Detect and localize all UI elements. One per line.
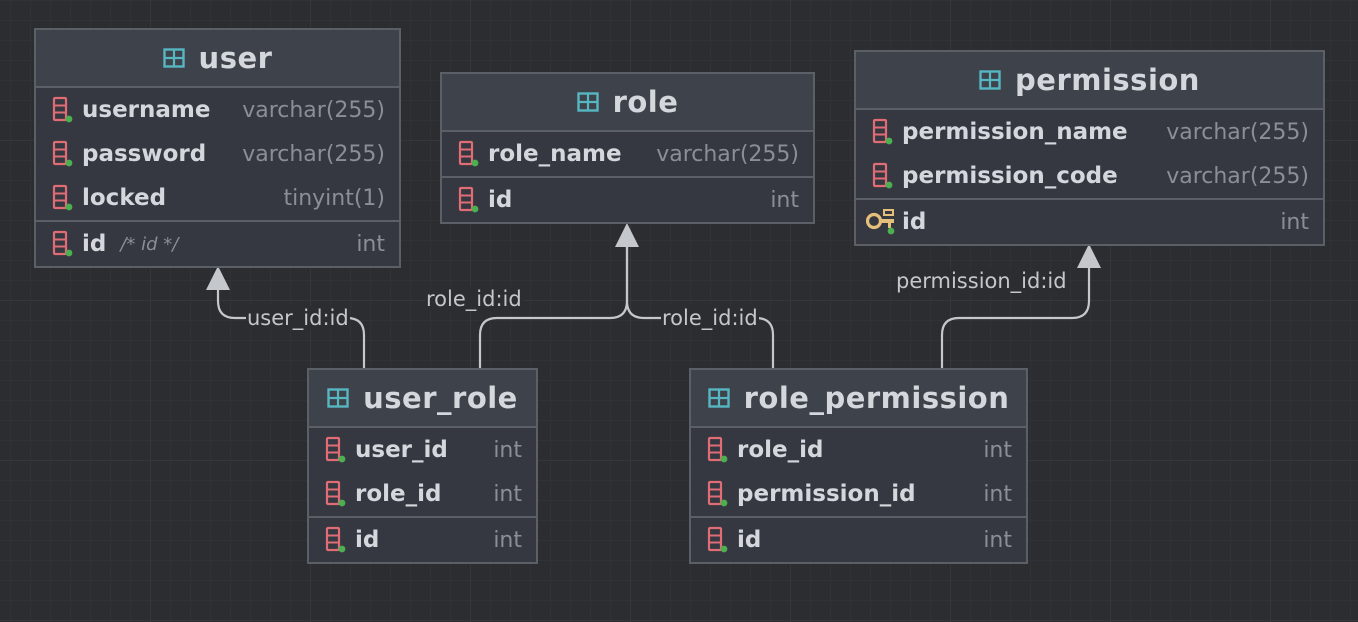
column-name: role_name xyxy=(488,141,622,167)
edge-label-permission-id: permission_id:id xyxy=(895,269,1068,293)
column-icon xyxy=(872,118,894,146)
arrow-to-user-icon xyxy=(206,266,230,290)
arrow-to-permission-icon xyxy=(1077,244,1101,268)
table-header[interactable]: user_role xyxy=(309,370,536,428)
table-icon xyxy=(327,388,349,408)
column-icon xyxy=(872,162,894,190)
table-header[interactable]: permission xyxy=(856,52,1323,110)
primary-key-icon xyxy=(866,208,896,236)
column-row[interactable]: permission_name varchar(255) xyxy=(856,110,1323,154)
column-icon xyxy=(325,436,347,464)
column-icon xyxy=(458,140,480,168)
column-icon xyxy=(52,140,74,168)
column-icon xyxy=(325,526,347,554)
column-row[interactable]: locked tinyint(1) xyxy=(36,176,399,220)
column-icon xyxy=(52,96,74,124)
column-name: permission_name xyxy=(902,119,1128,145)
column-name: id xyxy=(82,231,107,257)
table-icon xyxy=(163,48,185,68)
column-icon xyxy=(325,480,347,508)
column-type: varchar(255) xyxy=(242,97,385,123)
column-name: role_id xyxy=(737,437,824,463)
divider xyxy=(691,516,1026,518)
column-type: int xyxy=(356,231,385,257)
column-type: int xyxy=(493,527,522,553)
table-title: role_permission xyxy=(743,381,1010,415)
table-title: user xyxy=(198,41,273,75)
column-row[interactable]: id int xyxy=(691,518,1026,562)
table-role_permission[interactable]: role_permission role_id int permission_i… xyxy=(689,368,1028,564)
column-icon xyxy=(707,436,729,464)
column-name: id xyxy=(355,527,380,553)
column-type: varchar(255) xyxy=(1166,119,1309,145)
column-icon xyxy=(52,230,74,258)
table-title: permission xyxy=(1015,63,1200,97)
column-icon xyxy=(52,184,74,212)
column-type: tinyint(1) xyxy=(283,185,385,211)
column-name: permission_code xyxy=(902,163,1118,189)
column-type: int xyxy=(493,481,522,507)
column-name: user_id xyxy=(355,437,448,463)
table-role[interactable]: role role_name varchar(255) id int xyxy=(440,72,815,224)
column-row[interactable]: username varchar(255) xyxy=(36,88,399,132)
divider xyxy=(309,516,536,518)
column-row[interactable]: role_id int xyxy=(691,428,1026,472)
column-name: id xyxy=(737,527,762,553)
column-row[interactable]: password varchar(255) xyxy=(36,132,399,176)
column-row[interactable]: id int xyxy=(856,200,1323,244)
column-row[interactable]: role_name varchar(255) xyxy=(442,132,813,176)
column-name: id xyxy=(902,209,927,235)
table-user[interactable]: user username varchar(255) password varc… xyxy=(34,28,401,268)
column-name: permission_id xyxy=(737,481,916,507)
column-type: int xyxy=(983,527,1012,553)
column-name: username xyxy=(82,97,211,123)
column-row[interactable]: id int xyxy=(309,518,536,562)
arrow-to-role-icon xyxy=(615,223,639,247)
column-row[interactable]: permission_id int xyxy=(691,472,1026,516)
edge-label-role-id-left: role_id:id xyxy=(425,287,523,311)
column-icon xyxy=(707,480,729,508)
column-row[interactable]: id int xyxy=(442,178,813,222)
column-row[interactable]: user_id int xyxy=(309,428,536,472)
column-type: varchar(255) xyxy=(242,141,385,167)
table-permission[interactable]: permission permission_name varchar(255) … xyxy=(854,50,1325,246)
table-header[interactable]: user xyxy=(36,30,399,88)
table-title: role xyxy=(612,85,679,119)
divider xyxy=(856,198,1323,200)
column-type: varchar(255) xyxy=(1166,163,1309,189)
edge-label-role-id-right: role_id:id xyxy=(661,306,759,330)
column-icon xyxy=(707,526,729,554)
column-row[interactable]: role_id int xyxy=(309,472,536,516)
column-name: locked xyxy=(82,185,167,211)
table-icon xyxy=(979,70,1001,90)
table-user_role[interactable]: user_role user_id int role_id int id int xyxy=(307,368,538,564)
column-row[interactable]: permission_code varchar(255) xyxy=(856,154,1323,198)
column-name: password xyxy=(82,141,207,167)
table-icon xyxy=(708,388,730,408)
column-name: role_id xyxy=(355,481,442,507)
table-icon xyxy=(577,92,599,112)
column-row[interactable]: id /* id */ int xyxy=(36,222,399,266)
column-type: int xyxy=(983,481,1012,507)
column-type: int xyxy=(493,437,522,463)
column-type: varchar(255) xyxy=(656,141,799,167)
column-comment: /* id */ xyxy=(120,233,179,255)
table-header[interactable]: role xyxy=(442,74,813,132)
column-type: int xyxy=(1280,209,1309,235)
table-header[interactable]: role_permission xyxy=(691,370,1026,428)
column-icon xyxy=(458,186,480,214)
column-name: id xyxy=(488,187,513,213)
column-type: int xyxy=(770,187,799,213)
column-type: int xyxy=(983,437,1012,463)
table-title: user_role xyxy=(363,381,518,415)
divider xyxy=(36,220,399,222)
edge-label-user-id: user_id:id xyxy=(246,306,350,330)
divider xyxy=(442,176,813,178)
